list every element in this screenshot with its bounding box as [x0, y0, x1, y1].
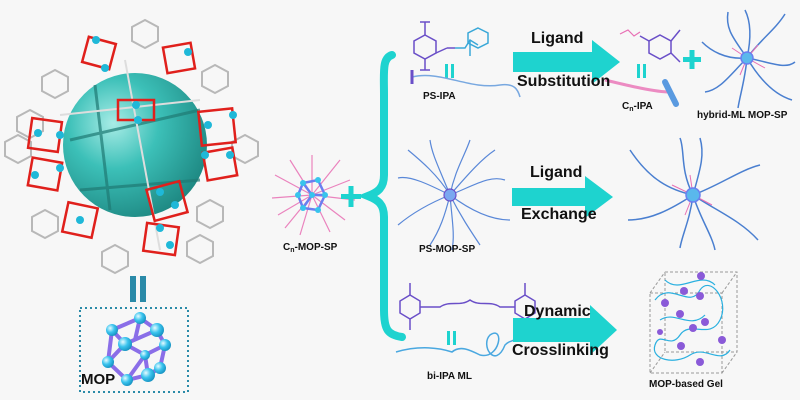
mop-dotted-box: [79, 307, 189, 393]
bi-ipa-ml-chain: [395, 332, 514, 357]
ps-mop-sp-particle: [397, 139, 511, 251]
arrow-dynamic-crosslinking: [513, 305, 617, 355]
curly-brace: [357, 51, 406, 341]
mop-cage-icon: [102, 312, 171, 386]
ps-ipa-chain: [411, 74, 521, 98]
mop-label: MOP: [81, 371, 116, 388]
ps-mop-sp-label: PS-MOP-SP: [419, 244, 476, 255]
cn-subscript: n: [290, 247, 295, 254]
cn-suffix: -MOP-SP: [294, 242, 338, 253]
cavity-sphere: [63, 73, 207, 217]
mop-gel-cube: [649, 271, 738, 374]
cn-mop-sp-particle: [271, 155, 356, 236]
cn-mop-sp-label: Cn-MOP-SP: [283, 242, 337, 254]
arrow-ligand-substitution: [513, 40, 620, 84]
plus-sign-2: [683, 50, 701, 69]
ps-ipa-label: PS-IPA: [423, 91, 456, 102]
bi-ipa-ml-label: bi-IPA ML: [427, 371, 472, 382]
carboxylate-clusters: [26, 35, 239, 257]
arrow-ligand-exchange: [512, 176, 613, 218]
arrow-label-exchange: Exchange: [521, 206, 597, 223]
equivalence-symbol: [130, 276, 146, 302]
exchanged-mop-sp-particle: [627, 137, 761, 251]
cn-ipa-subscript: n: [629, 106, 634, 113]
equals-small-3: [447, 331, 456, 345]
mop-crystal-structure: [4, 18, 259, 275]
arrow-label-dynamic: Dynamic: [524, 303, 591, 320]
equals-small-1: [445, 64, 454, 78]
arrow-label-ligand-2: Ligand: [530, 164, 583, 181]
equals-small-2: [637, 64, 646, 78]
cn-prefix: C: [283, 242, 291, 253]
plus-sign: [341, 186, 361, 207]
cn-ipa-molecule: [619, 29, 681, 63]
arrow-label-ligand-1: Ligand: [531, 30, 584, 47]
hybrid-ml-mop-sp-label: hybrid-ML MOP-SP: [697, 110, 788, 121]
mop-based-gel-label: MOP-based Gel: [649, 379, 723, 390]
ps-ipa-molecule: [413, 21, 489, 71]
metal-atoms: [31, 36, 237, 249]
cn-ipa-suffix: -IPA: [633, 101, 653, 112]
arrow-label-crosslinking: Crosslinking: [512, 342, 609, 359]
hybrid-ml-mop-sp-particle: [701, 9, 796, 109]
arrow-label-substitution: Substitution: [517, 73, 611, 90]
cn-ipa-label: Cn-IPA: [622, 101, 653, 113]
cn-ipa-prefix: C: [622, 101, 630, 112]
